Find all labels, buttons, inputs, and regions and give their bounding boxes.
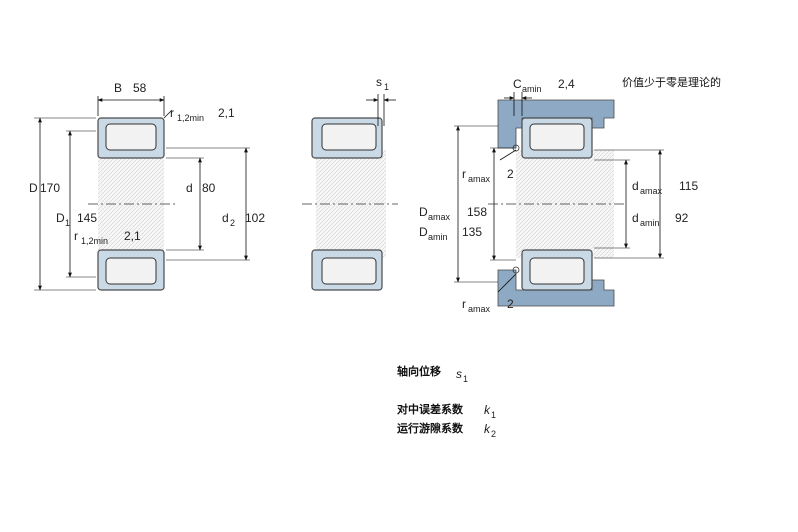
b-value: 58 <box>133 81 147 95</box>
roller-top-2 <box>321 123 377 151</box>
r12-bottom-sub: 1,2min <box>81 236 108 246</box>
damin-upper-sub: amin <box>428 232 448 242</box>
damin-upper-label: D <box>419 225 428 239</box>
d-outer-value: 170 <box>40 181 60 195</box>
s1-label: s <box>376 75 382 89</box>
roller-bottom-2 <box>321 257 377 285</box>
axial-displacement-sub: 1 <box>463 374 468 384</box>
d1-label: D <box>56 211 65 225</box>
roller-bottom <box>105 257 157 285</box>
d-outer-label: D <box>29 181 38 195</box>
r12-top-leader <box>163 109 173 119</box>
damax-lower-value: 115 <box>679 179 698 193</box>
r12-top-value: 2,1 <box>218 106 235 120</box>
damin-lower-sub: amin <box>640 218 660 228</box>
damax-upper-value: 158 <box>467 205 487 219</box>
camin-value: 2,4 <box>558 77 575 91</box>
damax-upper-label: D <box>419 205 428 219</box>
operating-clearance-text: 运行游隙系数 <box>397 421 464 435</box>
axial-displacement-text: 轴向位移 <box>397 364 441 378</box>
roller-top <box>105 123 157 151</box>
damax-lower-sub: amax <box>640 186 663 196</box>
operating-clearance-sub: 2 <box>491 429 496 439</box>
ramax-bottom-sub: amax <box>468 304 491 314</box>
d2-value: 102 <box>245 211 265 225</box>
roller-top-3 <box>529 123 585 151</box>
ramax-top-leader <box>499 149 517 161</box>
damin-lower-value: 92 <box>675 211 689 225</box>
ramax-bottom-label: r <box>462 297 466 311</box>
legend: 轴向位移 s 1 对中误差系数 k 1 运行游隙系数 k 2 <box>397 364 496 439</box>
camin-label: C <box>513 77 522 91</box>
misalignment-factor-sub: 1 <box>491 410 496 420</box>
damin-upper-value: 135 <box>462 225 482 239</box>
ramax-top-label: r <box>462 167 466 181</box>
d1-sub: 1 <box>65 218 70 228</box>
view-1-cross-section: B 58 r 1,2min 2,1 D 170 D 1 145 r 1,2min… <box>29 81 265 291</box>
operating-clearance-symbol: k <box>484 422 491 436</box>
s1-sub: 1 <box>384 82 389 92</box>
b-label: B <box>114 81 122 95</box>
view-3-abutment: C amin 2,4 价值少于零是理论的 r amax 2 D amax 158… <box>419 75 721 314</box>
damax-lower-label: d <box>632 179 639 193</box>
d2-label: d <box>222 211 229 225</box>
d2-sub: 2 <box>230 218 235 228</box>
ramax-top-sub: amax <box>468 174 491 184</box>
camin-sub: amin <box>522 84 542 94</box>
d-bore-value: 80 <box>202 181 216 195</box>
r12-bottom-value: 2,1 <box>124 229 141 243</box>
ramax-bottom-value: 2 <box>507 297 514 311</box>
theoretical-note: 价值少于零是理论的 <box>622 75 721 89</box>
r12-bottom-label: r <box>74 229 78 243</box>
ramax-bottom-leader <box>497 273 517 293</box>
housing-abutment-bottom <box>497 269 615 307</box>
roller-bottom-3 <box>529 257 585 285</box>
r12-top-sub: 1,2min <box>177 113 204 123</box>
ramax-top-value: 2 <box>507 167 514 181</box>
misalignment-factor-symbol: k <box>484 403 491 417</box>
d1-value: 145 <box>77 211 97 225</box>
damin-lower-label: d <box>632 211 639 225</box>
fillet-bottom <box>512 266 520 274</box>
view-2-axial-displacement: s 1 <box>302 75 398 291</box>
d-bore-label: d <box>186 181 193 195</box>
axial-displacement-symbol: s <box>456 367 462 381</box>
damax-upper-sub: amax <box>428 212 451 222</box>
r12-top-label: r <box>170 106 174 120</box>
misalignment-factor-text: 对中误差系数 <box>397 402 464 416</box>
